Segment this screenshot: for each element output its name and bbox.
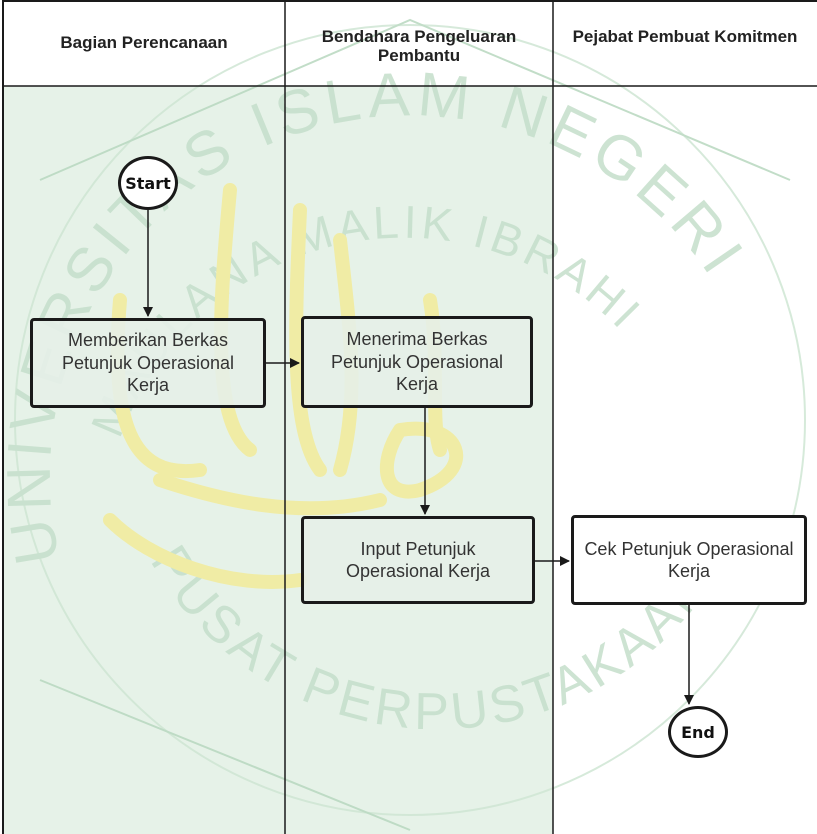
process-give-docs: Memberikan Berkas Petunjuk Operasional K… (30, 318, 266, 408)
lane-title: Bendahara Pengeluaran Pembantu (321, 27, 517, 65)
process-label: Input Petunjuk Operasional Kerja (345, 538, 491, 582)
start-label: Start (125, 173, 171, 193)
process-receive-docs: Menerima Berkas Petunjuk Operasional Ker… (301, 316, 533, 408)
lane-header-pejabat: Pejabat Pembuat Komitmen (553, 0, 817, 86)
process-label: Cek Petunjuk Operasional Kerja (584, 538, 794, 582)
process-label: Menerima Berkas Petunjuk Operasional Ker… (330, 329, 504, 395)
lane-header-bendahara: Bendahara Pengeluaran Pembantu (285, 0, 553, 86)
lane-title: Bagian Perencanaan (60, 32, 228, 52)
process-input-docs: Input Petunjuk Operasional Kerja (301, 516, 535, 604)
lane-header-perencanaan: Bagian Perencanaan (3, 0, 285, 86)
start-node: Start (118, 156, 178, 210)
end-label: End (681, 722, 715, 742)
lane-title: Pejabat Pembuat Komitmen (572, 27, 798, 46)
process-check-docs: Cek Petunjuk Operasional Kerja (571, 515, 807, 605)
end-node: End (668, 706, 728, 758)
process-label: Memberikan Berkas Petunjuk Operasional K… (61, 330, 235, 396)
